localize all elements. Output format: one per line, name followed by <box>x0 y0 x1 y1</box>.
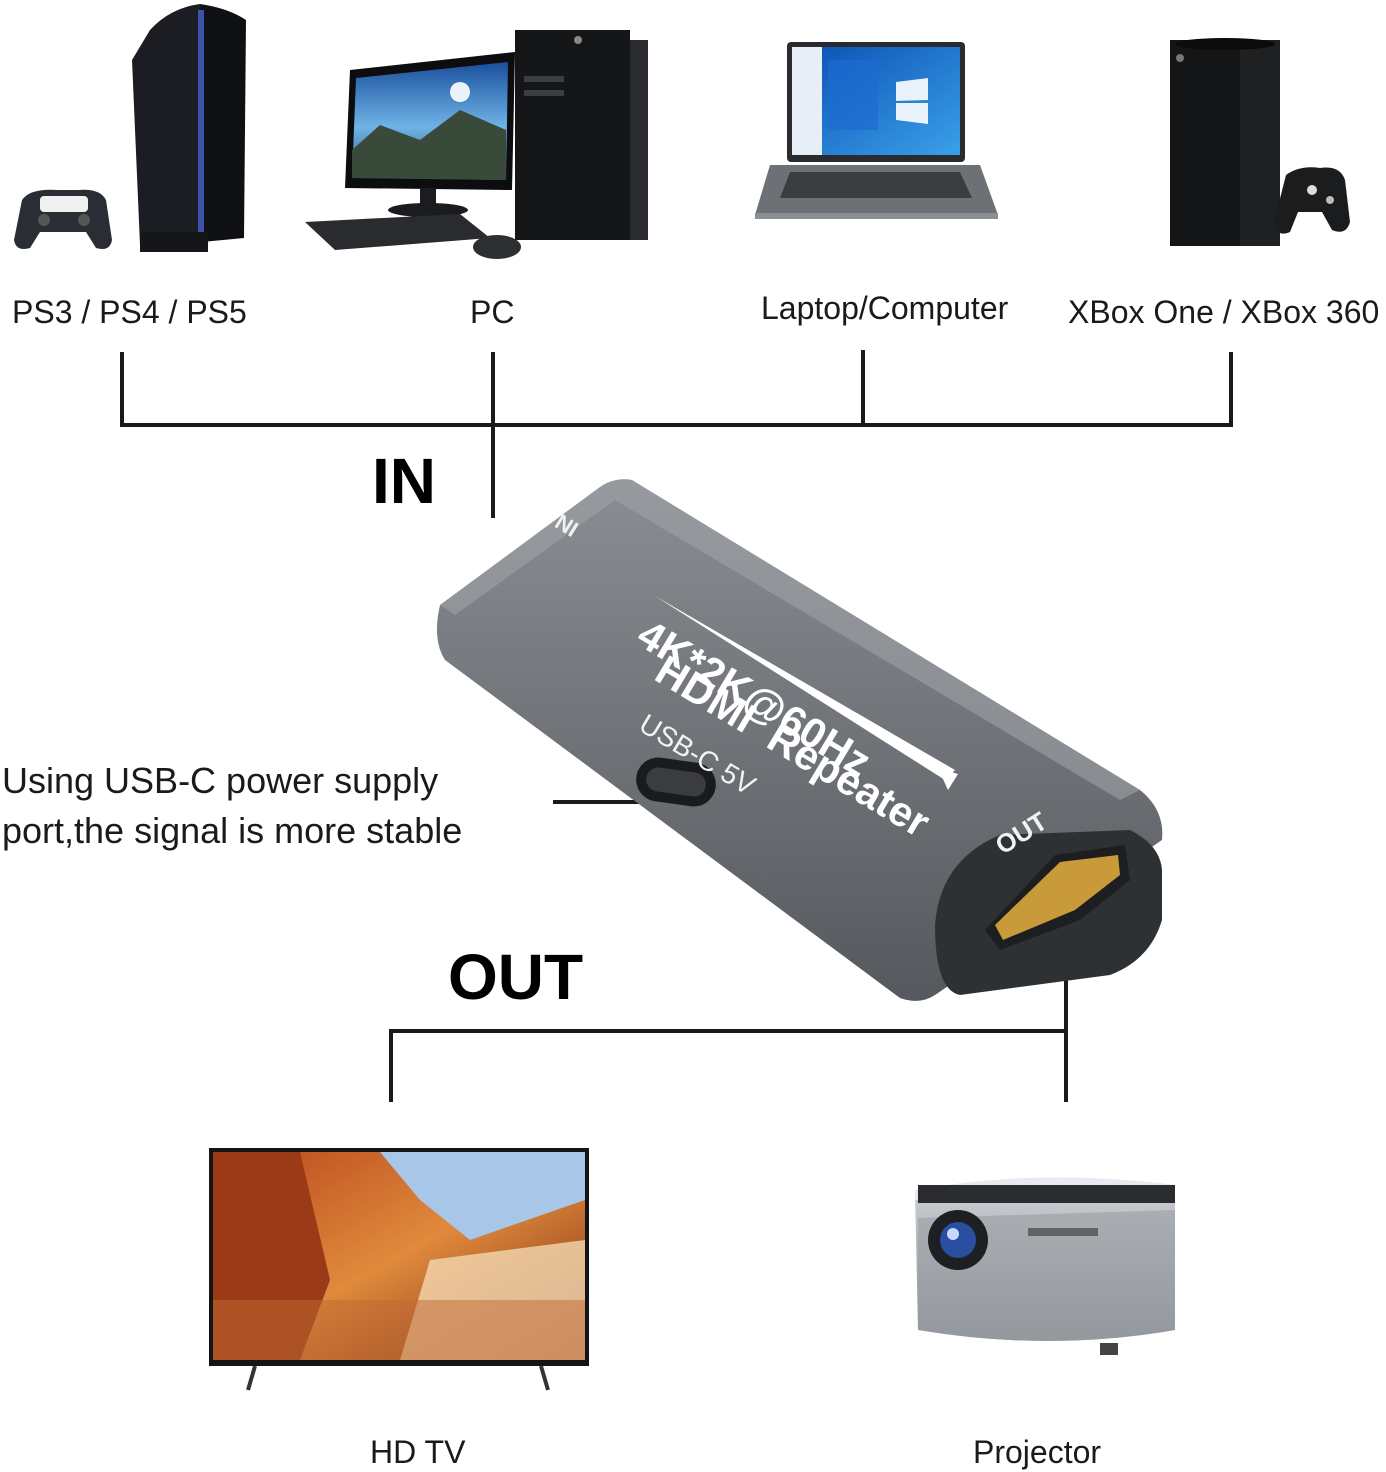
xbox-icon <box>1170 38 1350 246</box>
usb-note: Using USB-C power supply port,the signal… <box>2 756 462 856</box>
desktop-pc-icon <box>305 30 648 259</box>
gamepad-icon <box>14 189 112 249</box>
usb-note-line-2: port,the signal is more stable <box>2 810 463 851</box>
source-label-pc: PC <box>470 294 515 330</box>
projector-icon <box>915 1177 1175 1355</box>
source-label-ps: PS3 / PS4 / PS5 <box>12 294 247 330</box>
tv-icon <box>209 1148 589 1391</box>
in-heading: IN <box>372 445 436 517</box>
laptop-icon <box>755 42 998 219</box>
console-icon <box>132 4 246 252</box>
input-connection-lines <box>120 350 1233 518</box>
usb-note-line-1: Using USB-C power supply <box>2 760 439 801</box>
source-label-laptop: Laptop/Computer <box>761 290 1009 326</box>
hdmi-repeater-icon <box>436 479 1163 1001</box>
source-label-xbox: XBox One / XBox 360 <box>1068 294 1380 330</box>
output-label-tv: HD TV <box>370 1434 466 1470</box>
output-label-projector: Projector <box>973 1434 1102 1470</box>
out-heading: OUT <box>448 941 584 1013</box>
